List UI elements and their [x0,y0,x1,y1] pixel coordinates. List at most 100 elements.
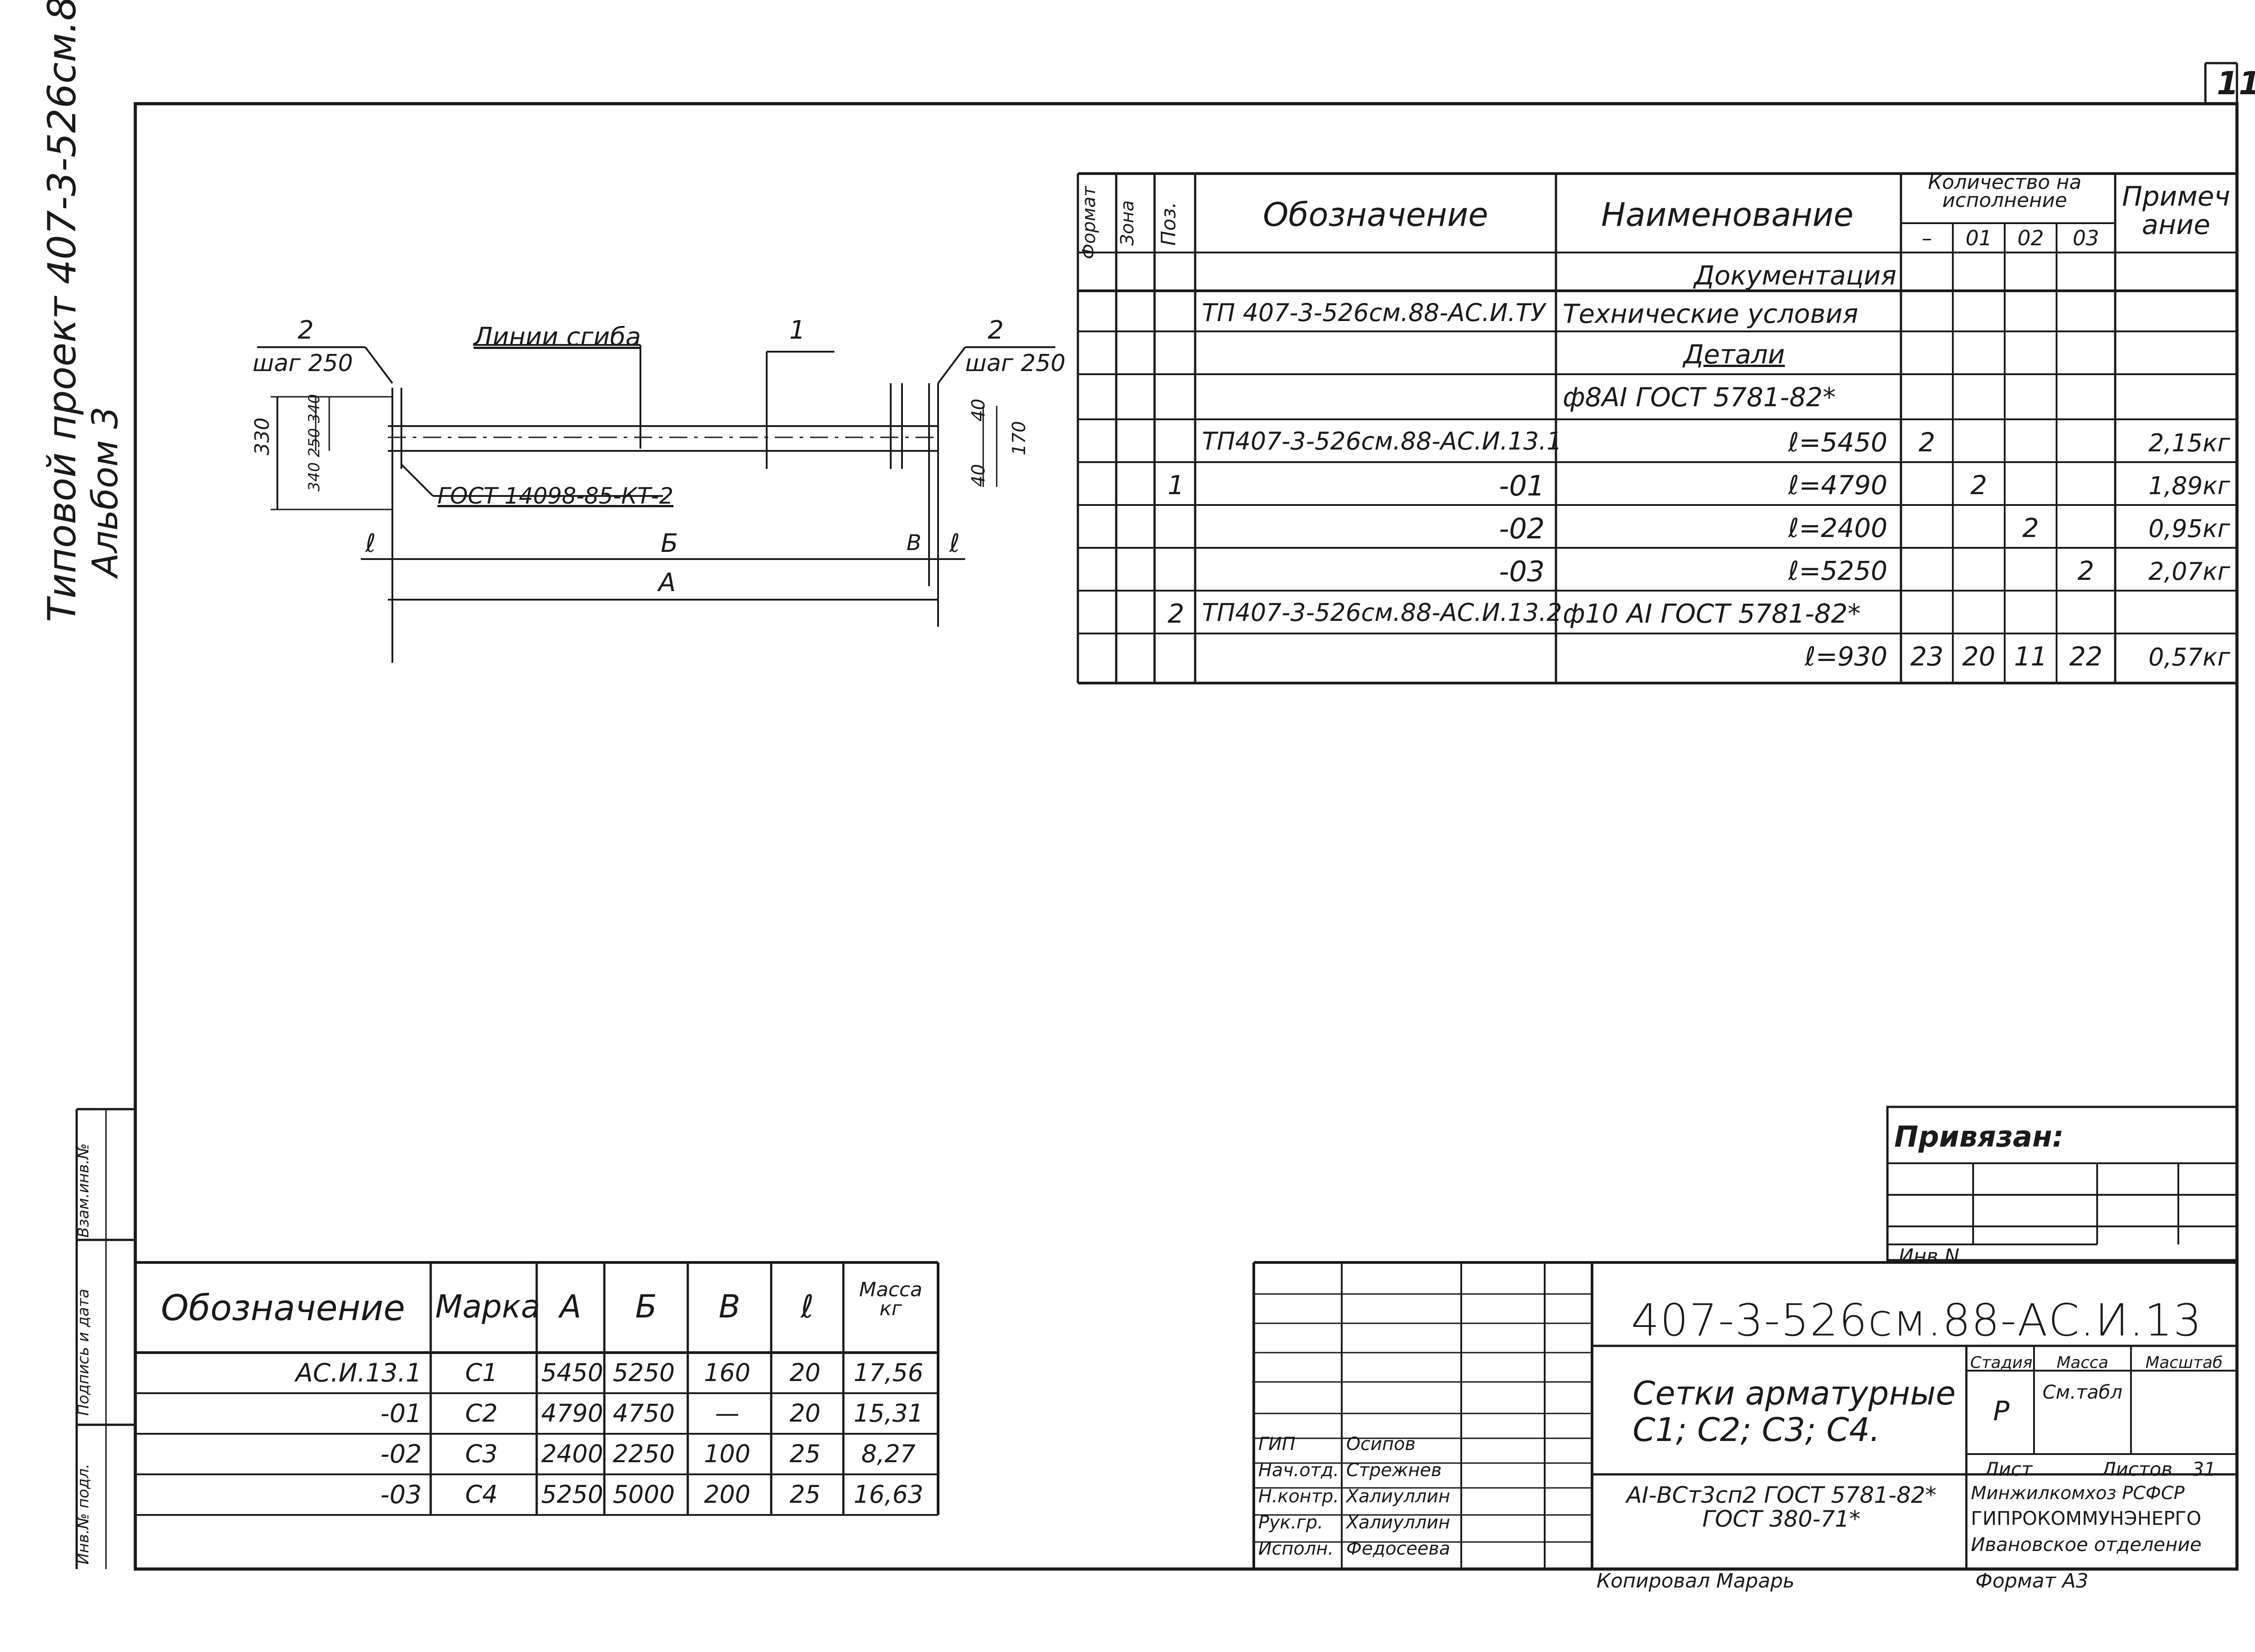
marks-header: А [560,1288,581,1325]
spec-qty-col-header: 03 [2072,226,2099,250]
marks-cell: 5250 [541,1480,603,1509]
spec-designation: ТП407-3-526см.88-АС.И.13.2 [1202,598,1562,627]
marks-cell: С4 [465,1480,498,1509]
spec-qty: 20 [1962,641,1996,672]
staff-role: Исполн. [1258,1538,1334,1559]
marks-cell: 20 [789,1399,821,1427]
marks-cell: 4790 [541,1399,603,1427]
document-code: 407-3-526см.88-АС.И.13 [1631,1295,2203,1346]
spec-header-name: Наименование [1601,196,1854,234]
staff-name: Осипов [1346,1434,1416,1455]
weld-gost-note: ГОСТ 14098-85-КТ-2 [437,483,674,509]
staff-name: Халиуллин [1346,1486,1450,1507]
leader-right-diag [937,346,966,384]
pos-2-left-label: 2 [298,316,314,345]
spec-qty: 22 [2069,641,2103,672]
mass-value: См.табл [2042,1381,2123,1403]
spec-qty: 23 [1910,641,1944,672]
spec-note: 1,89кг [2148,472,2230,500]
marks-cell: АС.И.13.1 [295,1358,422,1388]
album-title-vertical: Альбом 3 [85,406,126,577]
scale-header: Масштаб [2145,1354,2223,1372]
marks-cell: 25 [789,1440,821,1468]
strip-podpis-data: Подпись и дата [74,1289,92,1416]
dim-l-left: ℓ [365,529,376,558]
spec-pos: 2 [1168,598,1184,629]
marks-cell: 5000 [612,1480,675,1509]
staff-name: Федосеева [1346,1538,1450,1559]
spec-note: 0,57кг [2148,643,2230,671]
pos-1-label: 1 [789,316,805,345]
bend-lines-label: Линии сгиба [474,322,641,352]
spec-name: ℓ=930 [1804,641,1887,672]
marks-cell: 2400 [541,1440,603,1468]
spec-name: ф8АI ГОСТ 5781-82* [1563,382,1836,413]
pos-2-right-label: 2 [988,316,1004,345]
spec-name: ф10 АI ГОСТ 5781-82* [1563,598,1861,629]
staff-name: Халиуллин [1346,1512,1450,1533]
leader-weld [400,463,434,497]
marks-header: Марка [435,1288,540,1325]
spec-name: ℓ=5450 [1788,427,1887,458]
spec-pos: 1 [1168,470,1184,500]
marks-header: Б [635,1288,657,1325]
dim-v: В [907,530,921,555]
marks-cell: 160 [704,1358,751,1387]
marks-cell: С1 [465,1358,498,1387]
spec-designation: -02 [1499,512,1545,545]
spec-note: 2,07кг [2148,557,2230,586]
spec-qty-col-header: 01 [1965,226,1992,250]
privyazan-inv: Инв.N [1899,1245,1960,1268]
spec-note: 2,15кг [2148,429,2230,457]
marks-cell: -01 [380,1399,422,1428]
privyazan-label: Привязан: [1894,1120,2064,1154]
sheets-value: 31 [2192,1458,2216,1480]
sheet-label: Лист [1984,1458,2033,1480]
spec-note: 0,95кг [2148,514,2230,543]
spec-qty: 2 [2077,555,2094,586]
spec-qty: 2 [1970,470,1987,500]
spec-name: Детали [1683,339,1785,370]
sheet-format: Формат А3 [1975,1569,2089,1592]
marks-cell: 5450 [541,1358,603,1387]
mass-header: Масса [2057,1354,2108,1372]
dim-170: 170 [1009,421,1030,455]
dim-a: А [658,568,676,597]
marks-cell: -03 [380,1480,422,1510]
sheet-number: 11 [2217,65,2255,102]
staff-role: ГИП [1258,1434,1296,1455]
dim-40-bottom: 40 [968,464,989,487]
dim-b: Б [661,529,678,558]
dim-330: 330 [251,418,274,455]
sheets-label: Листов [2102,1458,2172,1480]
step-right-label: шаг 250 [965,350,1066,377]
spec-header-format: Формат [1079,186,1100,259]
spec-qty: 2 [2022,513,2039,543]
spec-qty-col-header: 02 [2017,226,2044,250]
marks-cell: — [715,1399,740,1427]
spec-header-designation: Обозначение [1263,196,1488,234]
org-line-2: ГИПРОКОММУНЭНЕРГО [1971,1507,2201,1529]
project-title-vertical: Типовой проект 407-3-526см.88 [40,0,85,622]
marks-cell: 200 [704,1480,751,1509]
spec-name: ℓ=2400 [1788,513,1887,543]
material-spec: АI-ВСт3сп2 ГОСТ 5781-82* ГОСТ 380-71* [1626,1482,1937,1532]
marks-cell: С3 [465,1440,498,1468]
strip-inv-podl: Инв.№ подл. [74,1464,92,1565]
marks-header: Обозначение [161,1288,405,1329]
staff-role: Н.контр. [1258,1486,1339,1507]
spec-name: Документация [1694,260,1896,291]
leader-left-diag [364,346,393,384]
spec-qty: 11 [2014,641,2048,672]
marks-cell: -02 [380,1440,422,1469]
dim-l-right: ℓ [949,529,960,558]
copied-by: Копировал Марарь [1597,1569,1795,1592]
dim-340-250-340: 340 250 340 [305,394,323,491]
document-title: Сетки арматурные С1; С2; С3; С4. [1633,1374,1956,1449]
marks-cell: 17,56 [853,1358,924,1387]
spec-name: ℓ=4790 [1788,470,1887,500]
spec-name: Технические условия [1563,298,1859,329]
marks-cell: 4750 [612,1399,675,1427]
marks-cell: 25 [789,1480,821,1509]
